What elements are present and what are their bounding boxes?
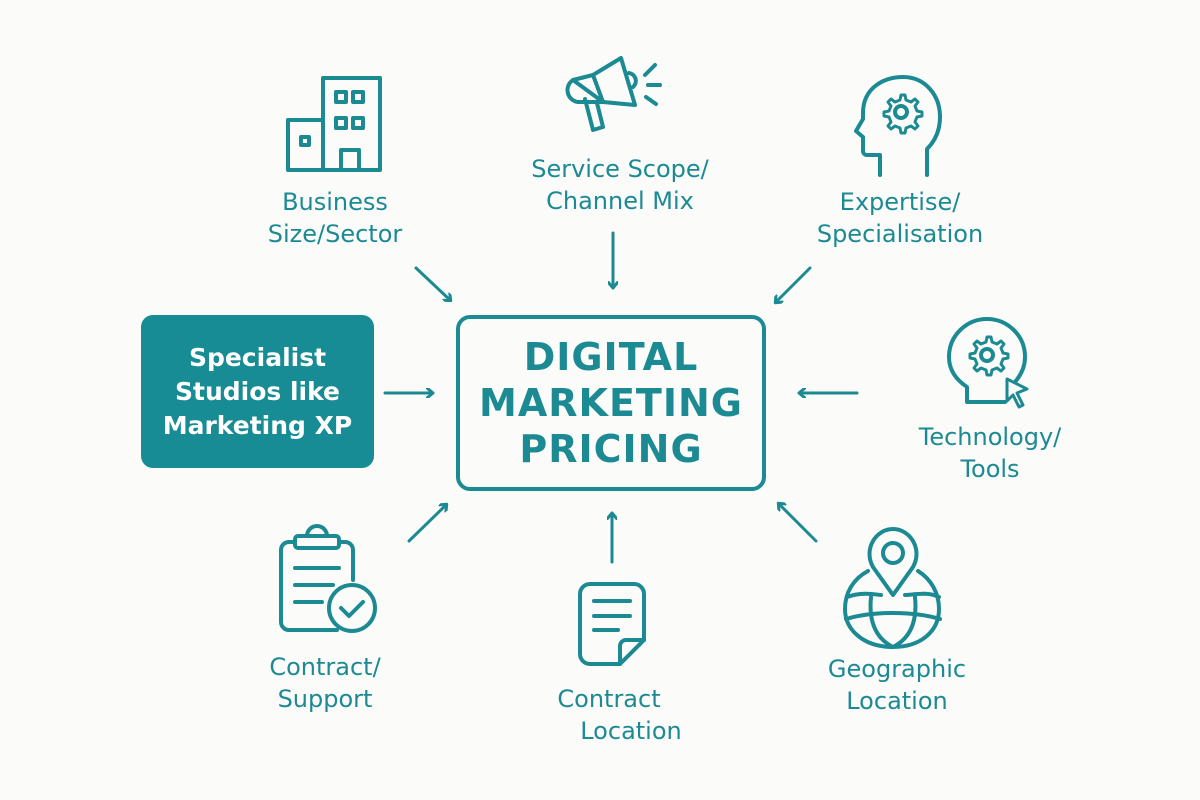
arrow-business	[414, 266, 450, 300]
factor-geographic-location: Geographic Location	[797, 653, 997, 717]
arrow-contract-support	[407, 505, 446, 543]
highlight-line-3: Marketing XP	[162, 410, 353, 440]
building-icon	[286, 76, 382, 172]
factor-line: Contract	[557, 685, 661, 713]
factor-line: Specialisation	[816, 220, 984, 248]
globe-pin-icon	[843, 527, 942, 649]
highlight-line-1: Specialist	[188, 342, 327, 372]
head-gear-icon	[854, 75, 942, 177]
factor-line: Size/Sector	[267, 220, 403, 248]
factor-business-size-sector: Business Size/Sector	[235, 186, 435, 250]
center-node-digital-marketing-pricing: DIGITAL MARKETING PRICING	[456, 315, 766, 491]
tech-gear-cursor-icon	[947, 317, 1029, 409]
highlight-line-2: Studios like	[174, 376, 341, 406]
factor-line: Service Scope/	[531, 155, 709, 183]
arrow-geographic	[779, 504, 818, 543]
center-line-1: DIGITAL	[523, 335, 699, 379]
factor-contract-support: Contract/ Support	[225, 651, 425, 715]
specialist-studios-node: Specialist Studios like Marketing XP	[141, 315, 374, 468]
center-line-3: PRICING	[519, 427, 703, 471]
factor-technology-tools: Technology/ Tools	[890, 421, 1090, 485]
factor-line: Business	[282, 188, 388, 216]
factor-service-scope-channel-mix: Service Scope/ Channel Mix	[500, 153, 740, 217]
factor-line: Location	[846, 687, 948, 715]
document-icon	[578, 582, 646, 666]
factor-line: Location	[580, 717, 682, 745]
factor-line: Tools	[960, 455, 1020, 483]
factor-line: Geographic	[827, 655, 967, 683]
clipboard-check-icon	[279, 524, 377, 633]
factor-line: Channel Mix	[546, 187, 694, 215]
megaphone-icon	[565, 56, 662, 132]
factor-line: Expertise/	[839, 188, 961, 216]
factor-contract-location: Contract Location	[520, 683, 720, 747]
arrow-expertise	[776, 266, 812, 302]
factor-expertise-specialisation: Expertise/ Specialisation	[790, 186, 1010, 250]
center-line-2: MARKETING	[479, 381, 743, 425]
factor-line: Support	[277, 685, 373, 713]
factor-line: Technology/	[918, 423, 1062, 451]
factor-line: Contract/	[269, 653, 381, 681]
